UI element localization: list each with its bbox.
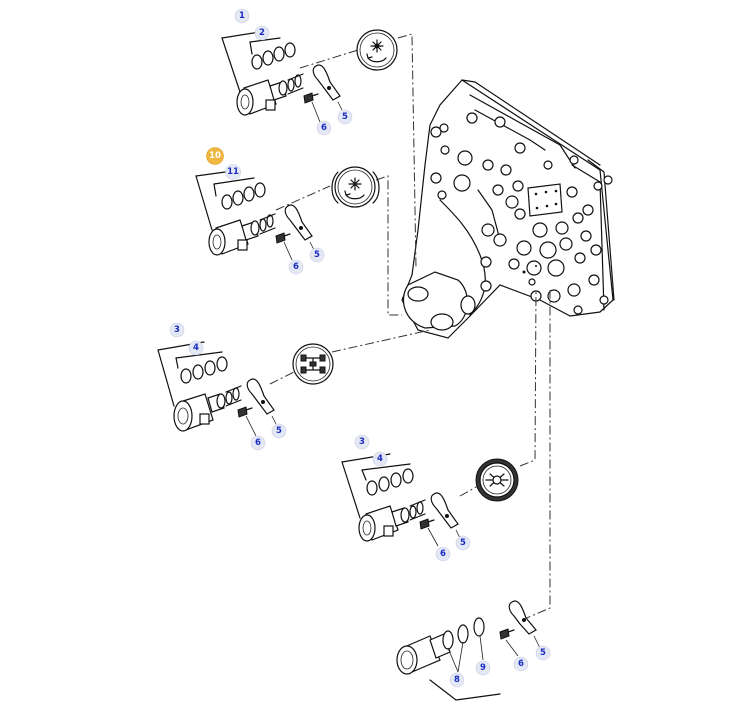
callout-5-label: 5 xyxy=(276,426,282,436)
callout-11[interactable]: 11 xyxy=(225,164,241,180)
callout-4[interactable]: 4 xyxy=(372,451,388,467)
callout-9-label: 9 xyxy=(480,663,486,673)
callout-10[interactable]: 10 xyxy=(206,147,224,165)
callout-6[interactable]: 6 xyxy=(288,259,304,275)
callout-2-label: 2 xyxy=(259,28,265,38)
callout-6-label: 6 xyxy=(518,659,524,669)
callout-5-label: 5 xyxy=(314,250,320,260)
callout-8[interactable]: 8 xyxy=(449,672,465,688)
solenoid-assembly-2 xyxy=(195,169,315,261)
callout-6-label: 6 xyxy=(321,123,327,133)
callout-3[interactable]: 3 xyxy=(354,434,370,450)
callout-8-label: 8 xyxy=(454,675,460,685)
callout-5-label: 5 xyxy=(342,112,348,122)
callout-6[interactable]: 6 xyxy=(435,546,451,562)
callout-3-label: 3 xyxy=(174,325,180,335)
callout-5-label: 5 xyxy=(460,538,466,548)
four-wheel-drive-symbol xyxy=(292,343,334,385)
callout-5[interactable]: 5 xyxy=(271,423,287,439)
pto-symbol xyxy=(475,458,519,502)
solenoid-assembly-1 xyxy=(221,31,343,123)
solenoid-assembly-3 xyxy=(157,341,277,437)
callout-5-label: 5 xyxy=(540,648,546,658)
callout-9[interactable]: 9 xyxy=(475,660,491,676)
callout-10-label: 10 xyxy=(209,151,221,161)
valve-housing xyxy=(401,79,615,339)
valve-assembly-5 xyxy=(396,600,541,701)
callout-6-label: 6 xyxy=(255,438,261,448)
callout-1[interactable]: 1 xyxy=(234,8,250,24)
callout-6[interactable]: 6 xyxy=(316,120,332,136)
callout-5[interactable]: 5 xyxy=(455,535,471,551)
callout-4-label: 4 xyxy=(377,454,383,464)
leader-lines xyxy=(269,33,551,621)
callout-6[interactable]: 6 xyxy=(513,656,529,672)
callout-4-label: 4 xyxy=(193,343,199,353)
callout-6-label: 6 xyxy=(440,549,446,559)
brake-fan-symbol xyxy=(356,29,398,71)
callout-11-label: 11 xyxy=(227,167,239,177)
callout-4[interactable]: 4 xyxy=(188,340,204,356)
callout-5[interactable]: 5 xyxy=(337,109,353,125)
callout-5[interactable]: 5 xyxy=(535,645,551,661)
solenoid-assembly-4 xyxy=(341,453,461,547)
callout-3-label: 3 xyxy=(359,437,365,447)
callout-6[interactable]: 6 xyxy=(250,435,266,451)
callout-3[interactable]: 3 xyxy=(169,322,185,338)
callout-1-label: 1 xyxy=(239,11,245,21)
callout-6-label: 6 xyxy=(293,262,299,272)
callout-5[interactable]: 5 xyxy=(309,247,325,263)
fan-reverse-symbol xyxy=(331,166,380,208)
callout-2[interactable]: 2 xyxy=(254,25,270,41)
